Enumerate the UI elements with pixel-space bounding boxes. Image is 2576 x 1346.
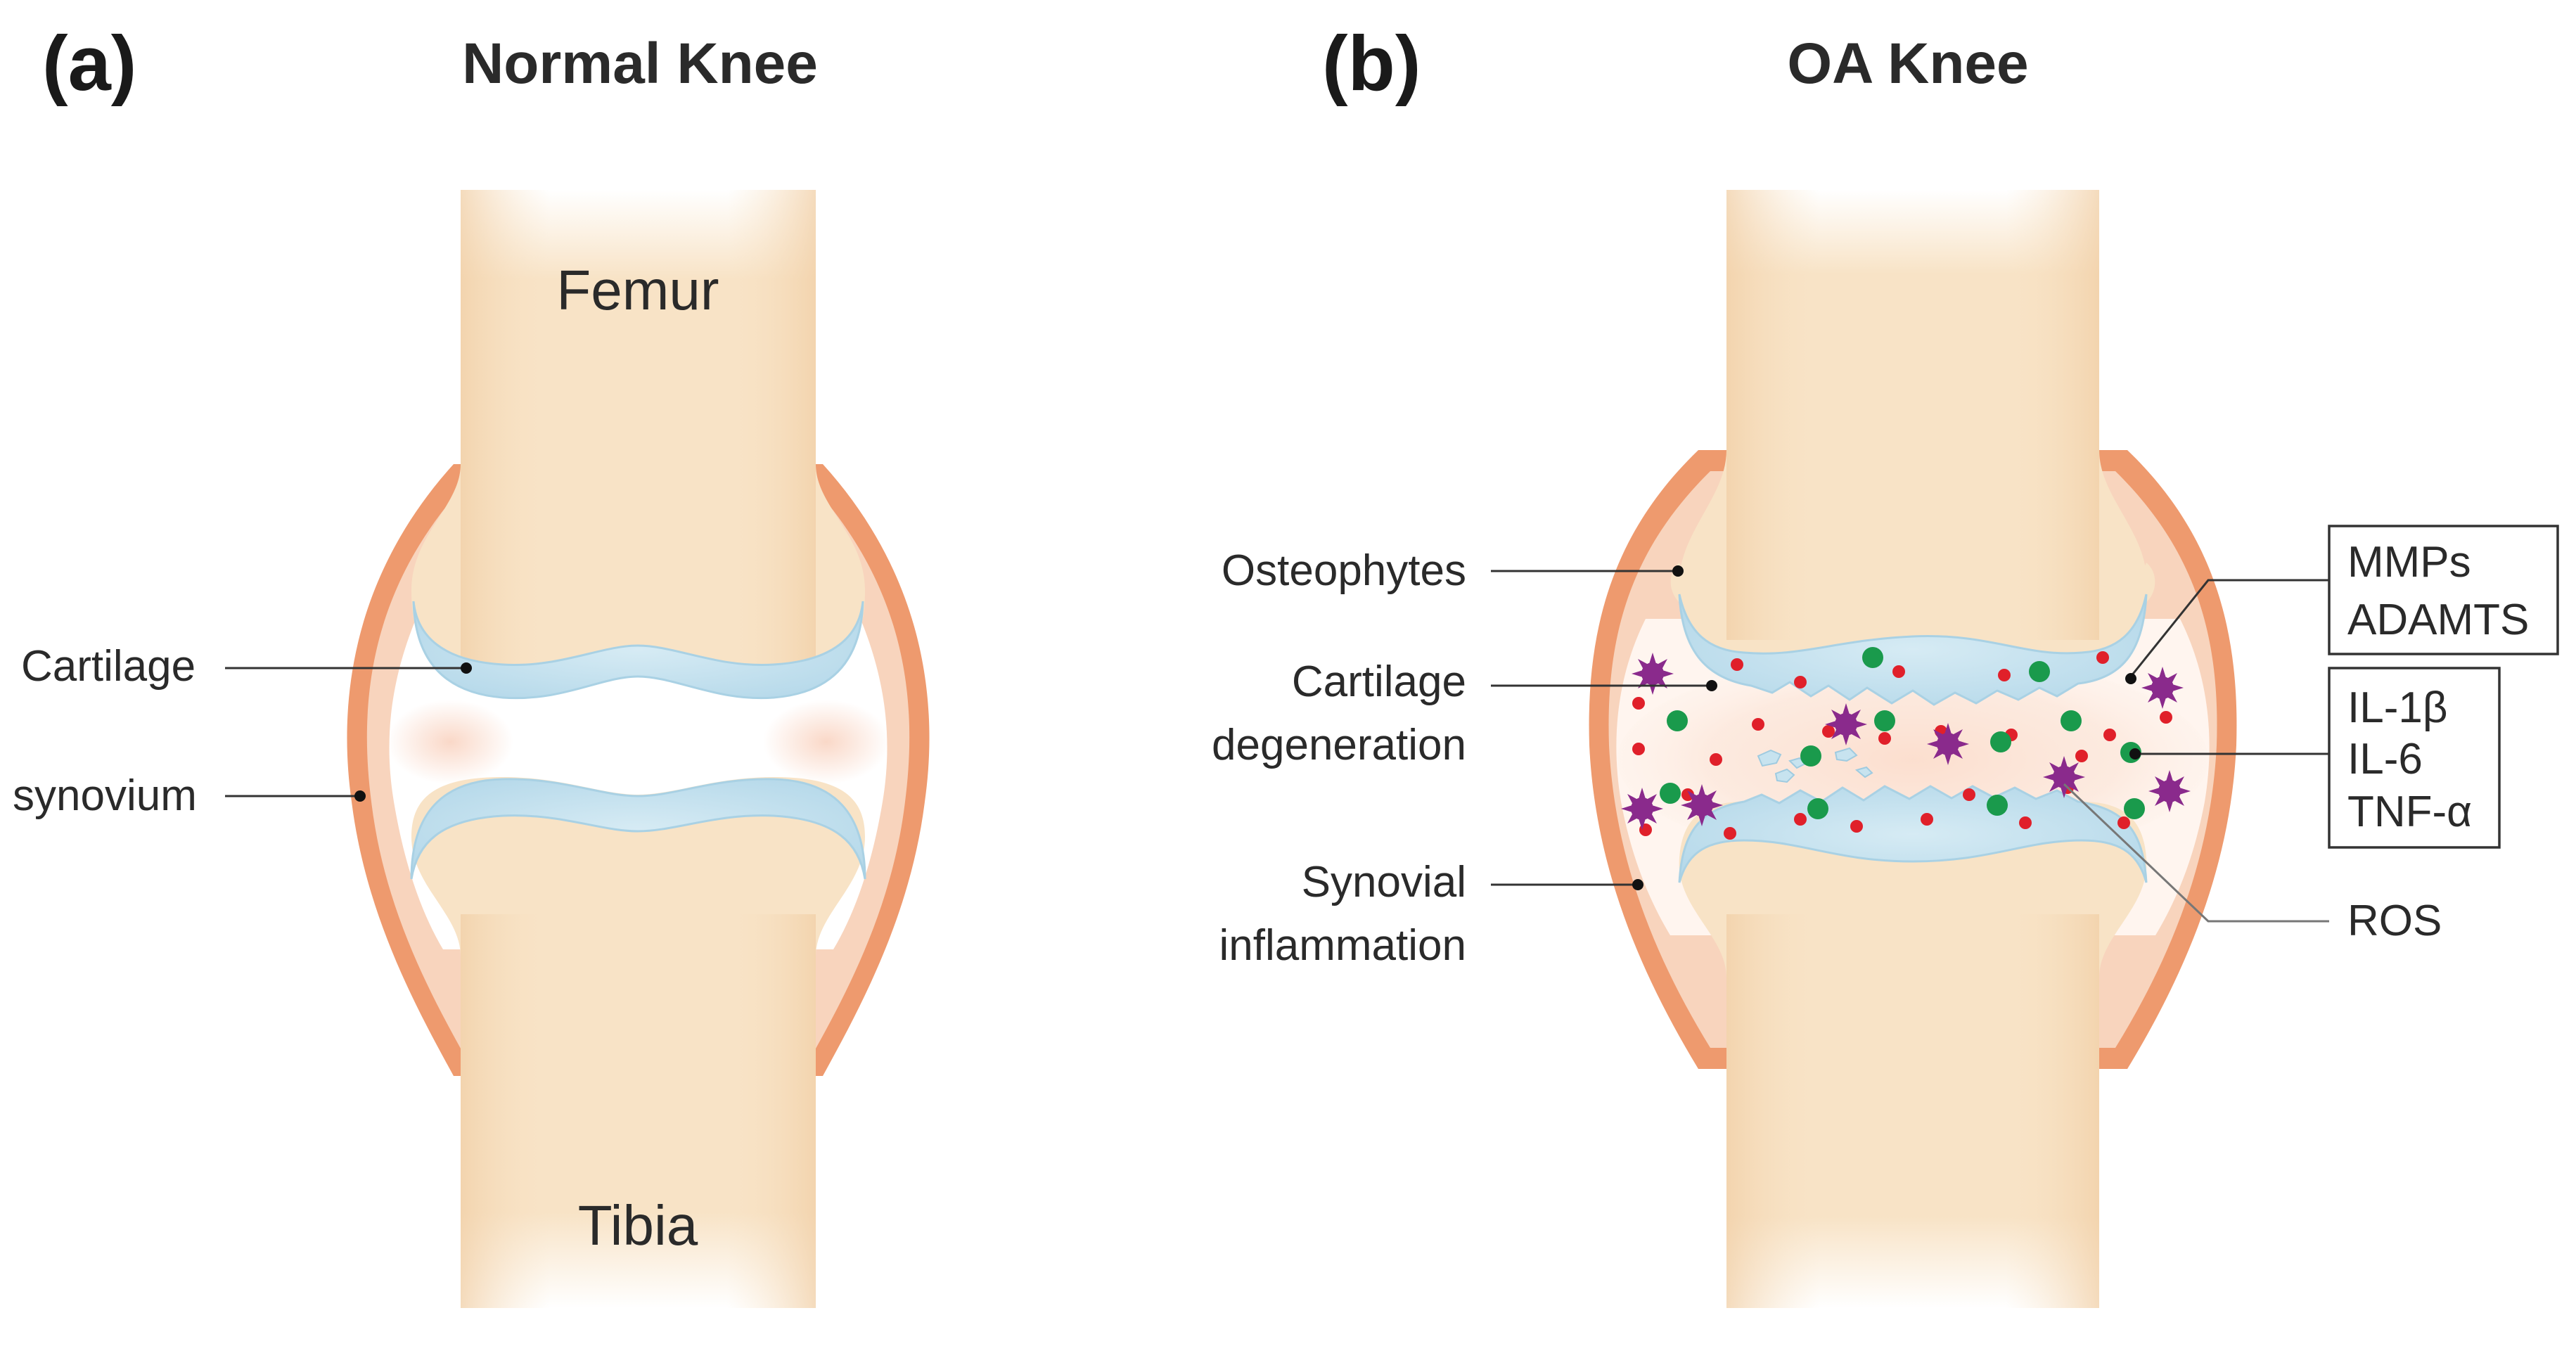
cartilage-degeneration-line1: Cartilage	[1292, 658, 1466, 706]
osteophytes-callout: Osteophytes	[1222, 546, 1684, 595]
panel-a: (a) Normal Knee Femur Tibia Cartilag	[13, 20, 930, 1308]
cytokines-callout: IL-1β IL-6 TNF-α	[2129, 667, 2501, 849]
enzymes-line1: MMPs	[2347, 538, 2471, 587]
ros-callout: ROS	[2063, 783, 2442, 945]
enzymes-line2: ADAMTS	[2347, 596, 2529, 644]
panel-b: (b) OA Knee	[1212, 20, 2559, 1308]
degenerated-femoral-cartilage	[1678, 594, 2148, 706]
synovium-label: synovium	[13, 771, 197, 820]
synovium-callout: synovium	[13, 771, 366, 820]
femoral-cartilage	[412, 601, 864, 700]
cytokines-box	[2328, 667, 2501, 849]
panel-a-letter: (a)	[42, 20, 136, 107]
enzymes-callout: MMPs ADAMTS	[2125, 525, 2559, 684]
synovial-inflammation-callout: Synovial inflammation	[1219, 858, 1643, 970]
femur-label: Femur	[556, 259, 719, 321]
enzymes-box	[2328, 525, 2559, 655]
cartilage-debris	[1757, 747, 1873, 783]
panel-b-title: OA Knee	[1787, 32, 2028, 96]
normal-knee-illustration	[347, 190, 930, 1308]
tibial-cartilage	[410, 778, 866, 880]
panel-a-title: Normal Knee	[462, 32, 818, 96]
osteophytes-label: Osteophytes	[1222, 546, 1466, 595]
cartilage-degeneration-callout: Cartilage degeneration	[1212, 658, 1717, 769]
synovial-inflammation-line2: inflammation	[1219, 921, 1466, 970]
oa-knee-illustration	[1589, 190, 2237, 1308]
cartilage-degeneration-line2: degeneration	[1212, 721, 1466, 769]
cartilage-label: Cartilage	[21, 642, 196, 691]
synovial-inflammation-line1: Synovial	[1302, 858, 1466, 906]
panel-b-letter: (b)	[1322, 20, 1421, 107]
cytokines-line1: IL-1β	[2347, 684, 2448, 732]
tibia-label: Tibia	[578, 1194, 698, 1257]
cartilage-callout: Cartilage	[21, 642, 472, 691]
degenerated-tibial-cartilage	[1678, 785, 2148, 883]
ros-label: ROS	[2347, 897, 2442, 945]
cytokine-particles	[1660, 647, 2145, 819]
cytokines-line2: IL-6	[2347, 735, 2423, 783]
cytokines-line3: TNF-α	[2347, 788, 2472, 836]
